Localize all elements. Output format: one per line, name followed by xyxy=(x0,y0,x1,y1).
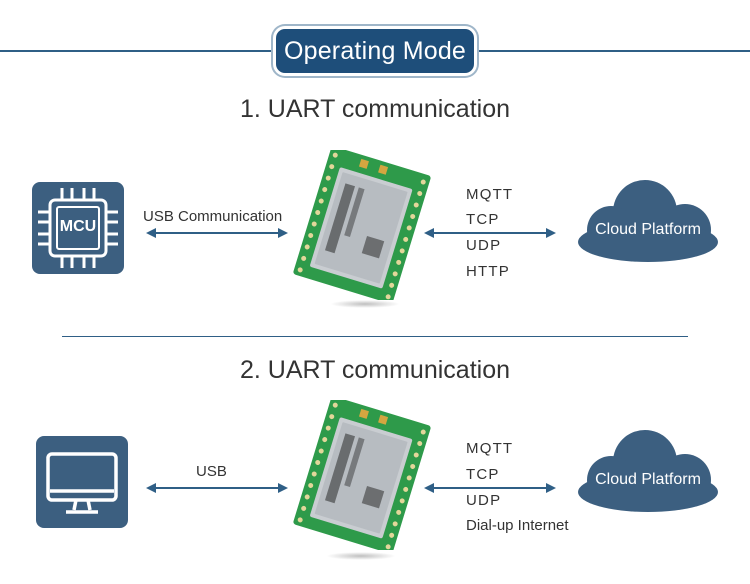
section-2-protocol-4: Dial-up Internet xyxy=(466,517,569,534)
section-1-protocol-3: UDP xyxy=(466,237,502,254)
section-1-right-arrow xyxy=(424,228,556,238)
section-1-left-arrow xyxy=(146,228,288,238)
header-line-right xyxy=(472,50,750,52)
section-2-protocol-2: TCP xyxy=(466,466,500,483)
section-2-title: 2. UART communication xyxy=(239,356,511,384)
section-2-left-arrow xyxy=(146,483,288,493)
mcu-label: MCU xyxy=(59,218,97,235)
section-1-module-shadow xyxy=(330,300,400,308)
section-1-title: 1. UART communication xyxy=(239,95,511,123)
section-2-link-label: USB xyxy=(196,463,227,480)
section-1-module-board xyxy=(293,150,431,300)
mcu-device: MCU xyxy=(32,182,124,274)
section-2-cloud-label: Cloud Platform xyxy=(595,471,701,488)
section-1-protocol-2: TCP xyxy=(466,211,500,228)
section-2-module-board xyxy=(293,400,431,550)
section-2-protocol-1: MQTT xyxy=(466,440,514,457)
section-1-cloud-icon xyxy=(578,180,718,262)
computer-device xyxy=(36,436,128,528)
section-1-cloud-label: Cloud Platform xyxy=(595,221,701,238)
section-divider xyxy=(62,336,688,337)
section-1-link-label: USB Communication xyxy=(143,208,283,225)
header-line-left xyxy=(0,50,278,52)
section-2-module-shadow xyxy=(326,552,396,560)
monitor-icon xyxy=(46,452,118,514)
section-2-cloud-icon xyxy=(578,430,718,512)
mcu-chip-icon xyxy=(38,188,118,268)
section-2-protocol-3: UDP xyxy=(466,492,502,509)
section-2-right-arrow xyxy=(424,483,556,493)
page-title: Operating Mode xyxy=(276,29,474,73)
section-1-protocol-4: HTTP xyxy=(466,263,510,280)
section-1-protocol-1: MQTT xyxy=(466,186,514,203)
